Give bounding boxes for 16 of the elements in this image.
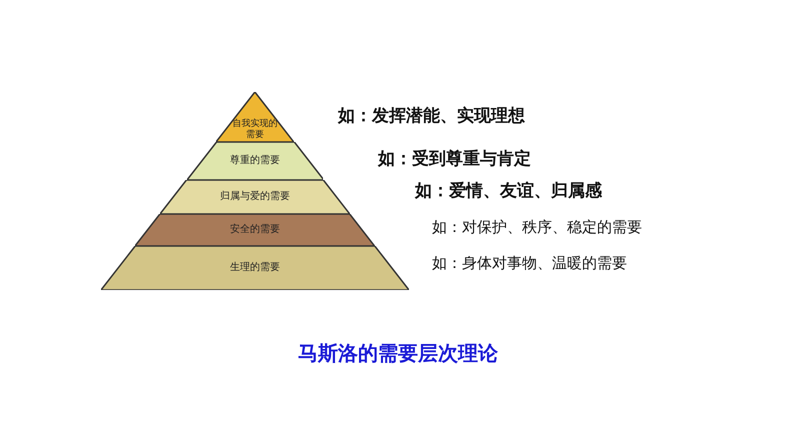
layer-label: 尊重的需要	[230, 155, 280, 167]
layer-label: 归属与爱的需要	[220, 191, 290, 203]
pyramid-layer	[101, 246, 409, 290]
example-text: 如：受到尊重与肯定	[378, 148, 531, 170]
pyramid-layer	[186, 142, 324, 180]
example-text: 如：身体对事物、温暖的需要	[432, 254, 627, 273]
example-text: 如：对保护、秩序、稳定的需要	[432, 218, 642, 237]
pyramid-layer	[160, 180, 350, 214]
caption: 马斯洛的需要层次理论	[298, 340, 498, 367]
layer-label: 自我实现的需要	[232, 119, 278, 141]
layer-label: 安全的需要	[230, 224, 280, 236]
pyramid-layer	[216, 92, 294, 142]
example-text: 如：发挥潜能、实现理想	[338, 105, 525, 127]
layer-label: 生理的需要	[230, 262, 280, 274]
example-text: 如：爱情、友谊、归属感	[415, 180, 602, 202]
pyramid-layer	[135, 214, 375, 246]
